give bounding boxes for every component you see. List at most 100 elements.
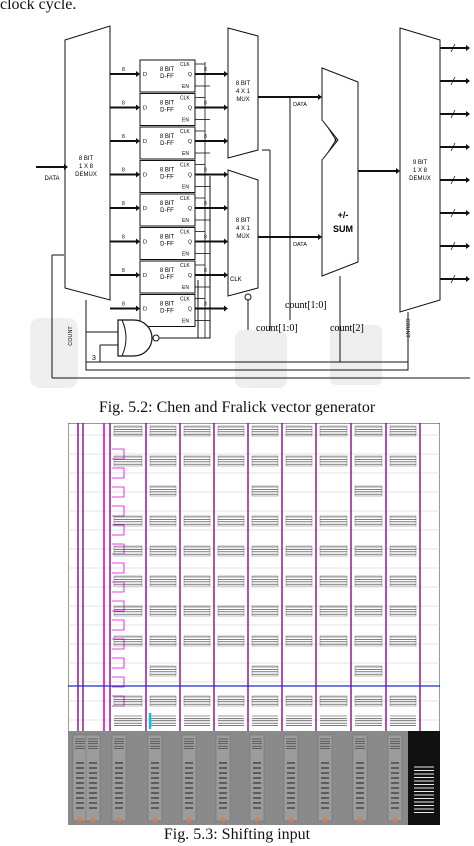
data-input-label: DATA	[44, 176, 59, 182]
output-demux: 9 BIT 1 X 8 DEMUX	[399, 27, 441, 313]
figure-caption-1: Fig. 5.2: Chen and Fralick vector genera…	[98, 399, 376, 416]
dff-pin-en: EN	[182, 84, 189, 90]
dff-pin-clk: CLK	[180, 96, 190, 102]
dff-pin-en: EN	[182, 151, 189, 157]
bus-width-label: 8	[204, 67, 207, 73]
demux-out-count-label: COUNT	[404, 318, 410, 338]
bus-width-label: 8	[122, 101, 125, 107]
dff-line2: D-FF	[160, 108, 174, 114]
mux-bottom-line2: 4 X 1	[236, 226, 251, 232]
dff-pin-clk: CLK	[180, 230, 190, 236]
dff-pin-q: Q	[188, 72, 192, 78]
mux-bottom: 8 BIT 4 X 1 MUX DATA CLK	[227, 169, 322, 301]
dff-pin-q: Q	[188, 173, 192, 179]
demux-out-line2: 1 X 8	[413, 168, 428, 174]
intro-text: clock cycle.	[0, 0, 77, 13]
bus-width-label: 8	[122, 67, 125, 73]
signal-label-column	[181, 734, 197, 823]
signal-label-column	[283, 734, 299, 823]
dff-line1: 8 BIT	[160, 134, 175, 140]
dff-pin-clk: CLK	[180, 196, 190, 202]
output-arrow	[440, 274, 470, 284]
bus-width-label: 8	[204, 101, 207, 107]
dff-pin-q: Q	[188, 240, 192, 246]
dff-line1: 8 BIT	[160, 67, 175, 73]
mux-bottom-line1: 8 BIT	[236, 218, 251, 224]
sum-line1: +/-	[338, 210, 349, 220]
demux-out-line1: 9 BIT	[413, 160, 428, 166]
bus-width-label: 8	[204, 168, 207, 174]
dff-pin-d: D	[143, 106, 147, 112]
dff-pin-en: EN	[182, 285, 189, 291]
dff-line2: D-FF	[160, 74, 174, 80]
dff-pin-clk: CLK	[180, 129, 190, 135]
dff-line2: D-FF	[160, 275, 174, 281]
dff-pin-en: EN	[182, 319, 189, 325]
bus-width-label: 8	[122, 268, 125, 274]
dff-pin-d: D	[143, 139, 147, 145]
control-wiring	[51, 97, 470, 379]
dff-line2: D-FF	[160, 208, 174, 214]
mux-bottom-clk-label: CLK	[230, 277, 242, 283]
waveform-screenshot	[68, 423, 440, 825]
sum-block: +/- SUM	[321, 67, 400, 277]
signal-label-column	[317, 734, 333, 823]
output-arrow	[440, 241, 470, 251]
dff-pin-d: D	[143, 173, 147, 179]
signal-label-column	[72, 734, 88, 823]
mux-top-line2: 4 X 1	[236, 89, 251, 95]
label-count10-b: count[1:0]	[256, 323, 298, 334]
output-arrow	[440, 109, 470, 119]
mux-top: 8 BIT 4 X 1 MUX DATA	[227, 27, 322, 159]
label-three: 3	[92, 355, 96, 362]
sum-line2: SUM	[333, 224, 353, 234]
bus-width-label: 8	[204, 302, 207, 308]
demux-in-count-label: COUNT	[68, 326, 74, 346]
demux-in-line1: 8 BIT	[79, 156, 94, 162]
output-arrow	[440, 175, 470, 185]
dff-pin-clk: CLK	[180, 263, 190, 269]
dff-pin-q: Q	[188, 273, 192, 279]
nand-gate	[117, 319, 160, 357]
output-arrow	[440, 208, 470, 218]
dff-pin-en: EN	[182, 185, 189, 191]
bus-width-label: 8	[204, 134, 207, 140]
bus-width-label: 8	[204, 235, 207, 241]
dff-pin-d: D	[143, 240, 147, 246]
dff-line1: 8 BIT	[160, 201, 175, 207]
signal-label-column	[85, 734, 101, 823]
dff-pin-clk: CLK	[180, 62, 190, 68]
signal-label-column	[249, 734, 265, 823]
label-count10-a: count[1:0]	[285, 300, 327, 311]
demux-in-line2: 1 X 8	[79, 164, 94, 170]
dff-pin-d: D	[143, 72, 147, 78]
dff-pin-clk: CLK	[180, 297, 190, 303]
dff-line1: 8 BIT	[160, 235, 175, 241]
vector-generator-diagram: 8 BIT 1 X 8 DEMUX DATA COUNT 8 BITD-FFDC…	[30, 25, 470, 388]
input-demux: 8 BIT 1 X 8 DEMUX	[64, 25, 111, 301]
dff-line1: 8 BIT	[160, 268, 175, 274]
signal-label-column	[147, 734, 163, 823]
dff-pin-en: EN	[182, 218, 189, 224]
mux-top-line1: 8 BIT	[236, 81, 251, 87]
mux-top-out-label: DATA	[293, 102, 307, 108]
signal-label-column	[215, 734, 231, 823]
mux-bottom-out-label: DATA	[293, 242, 307, 248]
signal-label-column	[111, 734, 127, 823]
dff-pin-q: Q	[188, 307, 192, 313]
bus-width-label: 8	[204, 201, 207, 207]
dff-pin-q: Q	[188, 106, 192, 112]
dff-pin-q: Q	[188, 139, 192, 145]
mux-bottom-line3: MUX	[236, 234, 249, 240]
figure-caption-2: Fig. 5.3: Shifting input	[163, 826, 311, 843]
dff-pin-d: D	[143, 307, 147, 313]
waveform-traces	[112, 425, 417, 729]
label-count2: count[2]	[330, 323, 364, 334]
bus-width-label: 8	[204, 268, 207, 274]
bus-width-label: 8	[122, 134, 125, 140]
bus-width-label: 8	[122, 201, 125, 207]
dff-pin-clk: CLK	[180, 163, 190, 169]
